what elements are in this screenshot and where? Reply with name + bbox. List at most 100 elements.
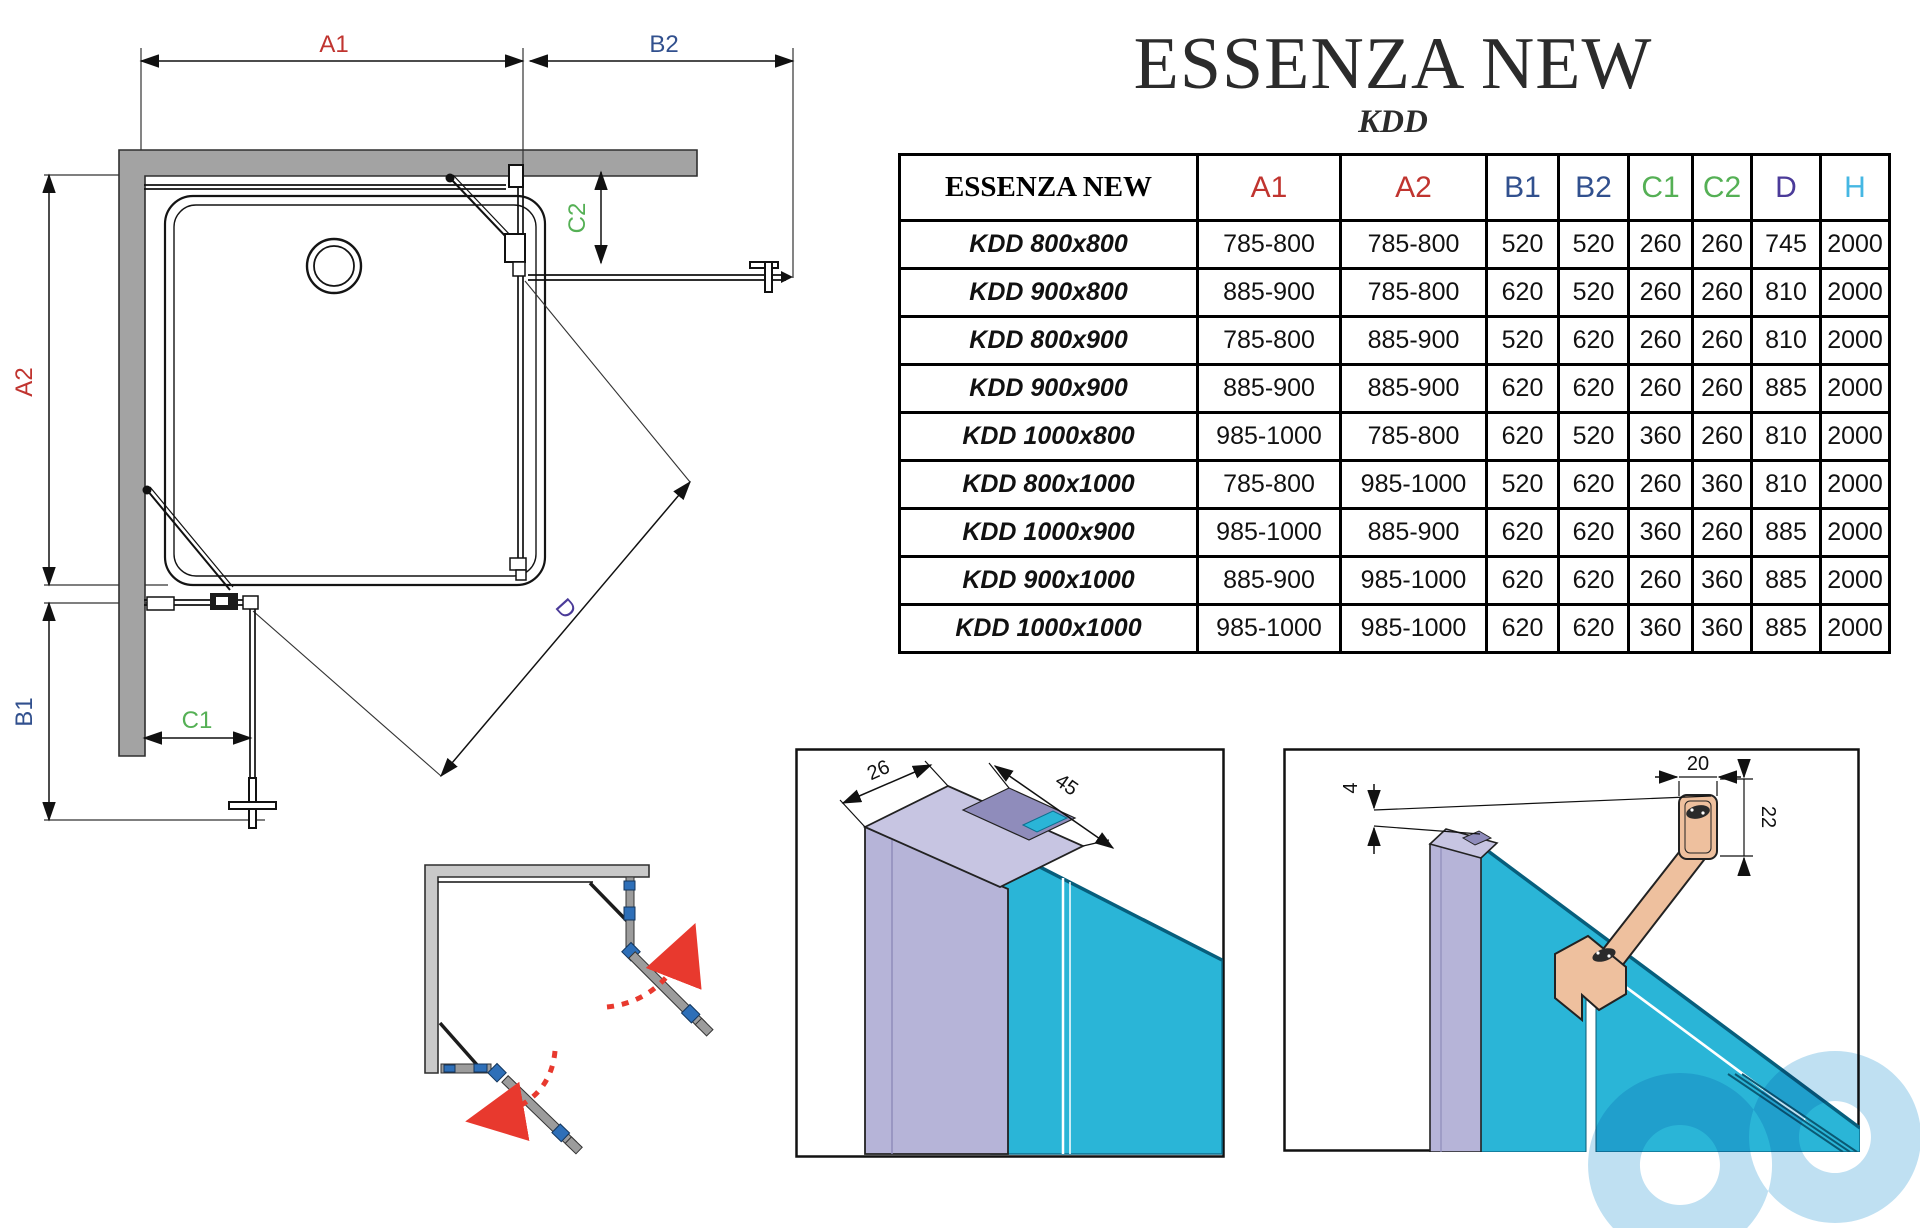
wall-bracket-top-right: [749, 261, 779, 293]
page-subtitle: KDD: [1358, 104, 1428, 140]
extension-lines: [44, 48, 794, 821]
dim-value: 620: [1557, 363, 1630, 414]
dim-value: 2000: [1819, 363, 1891, 414]
dim-b2-label: B2: [649, 31, 678, 58]
dim-value: 620: [1557, 459, 1630, 510]
dim-b1-label: B1: [11, 697, 38, 726]
dim-value: 785-800: [1339, 219, 1488, 270]
detail-dim-lines: [839, 760, 1115, 849]
dim-value: 2000: [1819, 603, 1891, 654]
dim-value: 520: [1485, 315, 1560, 366]
support-struts: [142, 173, 513, 591]
dim-value: 260: [1691, 411, 1753, 462]
dim-value: 785-800: [1196, 459, 1342, 510]
model-name: KDD 1000x1000: [898, 603, 1199, 654]
door-swing-lines: [252, 280, 691, 777]
dim-value: 260: [1691, 507, 1753, 558]
door-pivot-slot: [216, 597, 228, 605]
dim-value: 2000: [1819, 507, 1891, 558]
detail-bracket: 4 20 22: [1283, 748, 1860, 1152]
col-header-d: D: [1750, 153, 1822, 222]
dim-value: 985-1000: [1196, 507, 1342, 558]
col-header-c1: C1: [1627, 153, 1694, 222]
bracket-dim-lines: [1367, 759, 1753, 876]
dim-value: 360: [1691, 459, 1753, 510]
dim-value: 885-900: [1196, 555, 1342, 606]
dim-value: 620: [1557, 315, 1630, 366]
wall: [118, 149, 698, 757]
bracket-gap-dim: 4: [1340, 782, 1362, 793]
col-header-b2: B2: [1557, 153, 1630, 222]
dim-value: 520: [1485, 219, 1560, 270]
dim-value: 885: [1750, 507, 1822, 558]
dim-value: 2000: [1819, 315, 1891, 366]
support-arm: [1554, 794, 1718, 1023]
col-header-essenza-new: ESSENZA NEW: [898, 153, 1199, 222]
dim-value: 360: [1691, 603, 1753, 654]
dim-value: 620: [1485, 555, 1560, 606]
dim-value: 985-1000: [1339, 603, 1488, 654]
model-name: KDD 900x800: [898, 267, 1199, 318]
dim-value: 620: [1485, 411, 1560, 462]
glass-gap: [1586, 991, 1596, 1152]
dim-value: 985-1000: [1339, 459, 1488, 510]
dim-value: 260: [1627, 363, 1694, 414]
dim-value: 745: [1750, 219, 1822, 270]
model-name: KDD 1000x800: [898, 411, 1199, 462]
detail-profile: 26 45: [795, 748, 1225, 1158]
page-title: ESSENZA NEW: [1133, 23, 1653, 105]
door-swing-diagram: [424, 864, 714, 1155]
hinge-icon: [623, 880, 636, 891]
dim-value: 885-900: [1339, 507, 1488, 558]
dim-value: 885-900: [1339, 363, 1488, 414]
dim-value: 520: [1557, 267, 1630, 318]
dim-value: 620: [1557, 507, 1630, 558]
model-name: KDD 900x900: [898, 363, 1199, 414]
dim-value: 620: [1485, 267, 1560, 318]
dim-value: 260: [1627, 219, 1694, 270]
hinge-icon: [443, 1064, 456, 1073]
dim-value: 520: [1557, 219, 1630, 270]
dim-value: 520: [1485, 459, 1560, 510]
dim-value: 810: [1750, 459, 1822, 510]
dim-value: 810: [1750, 411, 1822, 462]
col-header-a2: A2: [1339, 153, 1488, 222]
dim-value: 620: [1485, 363, 1560, 414]
dim-value: 620: [1557, 555, 1630, 606]
plan-drawing: A1 B2 A2 B1 C1 C2 D: [11, 31, 795, 829]
wall-bracket-bottom: [228, 777, 277, 829]
dim-value: 360: [1627, 603, 1694, 654]
swing-door-right: [588, 876, 714, 1037]
dim-value: 885: [1750, 603, 1822, 654]
dim-value: 260: [1627, 459, 1694, 510]
pivot-icon: [487, 1062, 507, 1083]
dim-value: 360: [1627, 507, 1694, 558]
dim-value: 2000: [1819, 219, 1891, 270]
panel-end-arrow: [781, 271, 793, 283]
handle-icon: [680, 1003, 701, 1024]
dim-value: 810: [1750, 267, 1822, 318]
dim-value: 810: [1750, 315, 1822, 366]
dim-value: 785-800: [1196, 315, 1342, 366]
dim-value: 985-1000: [1196, 603, 1342, 654]
hinge-icon: [623, 906, 636, 921]
shower-tray: [163, 194, 547, 587]
dim-value: 620: [1485, 507, 1560, 558]
dim-value: 785-800: [1339, 411, 1488, 462]
dim-c1-label: C1: [182, 707, 213, 734]
dim-c2-label: C2: [564, 203, 591, 234]
title-block: ESSENZA NEW KDD: [898, 26, 1888, 140]
dim-value: 2000: [1819, 411, 1891, 462]
